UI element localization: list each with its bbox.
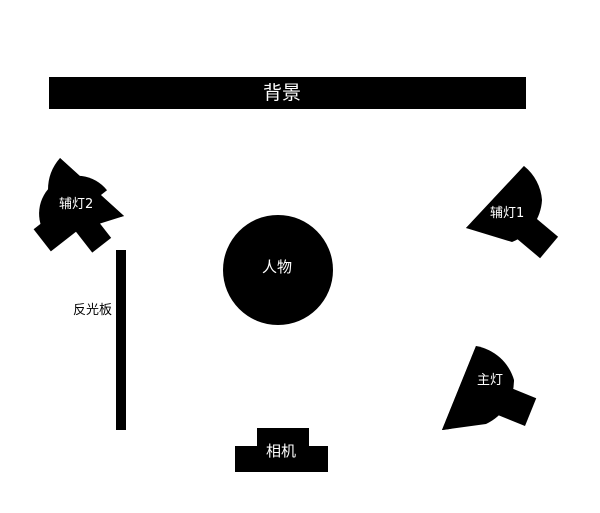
key-light-stand	[489, 383, 537, 427]
subject-label: 人物	[262, 258, 293, 276]
fill-light-2-label: 辅灯2	[59, 197, 94, 212]
backdrop-bar	[49, 77, 526, 109]
key-light-label: 主灯	[477, 373, 504, 388]
camera-label: 相机	[266, 442, 297, 460]
camera-shape	[235, 428, 328, 472]
reflector-label: 反光板	[73, 303, 113, 318]
fill-light-1-label: 辅灯1	[490, 206, 525, 221]
subject-circle	[223, 215, 333, 325]
fill-light-1-stand	[507, 209, 559, 259]
fill-light-2-stand	[33, 204, 83, 252]
reflector-panel	[116, 250, 126, 430]
backdrop-label: 背景	[263, 82, 302, 104]
